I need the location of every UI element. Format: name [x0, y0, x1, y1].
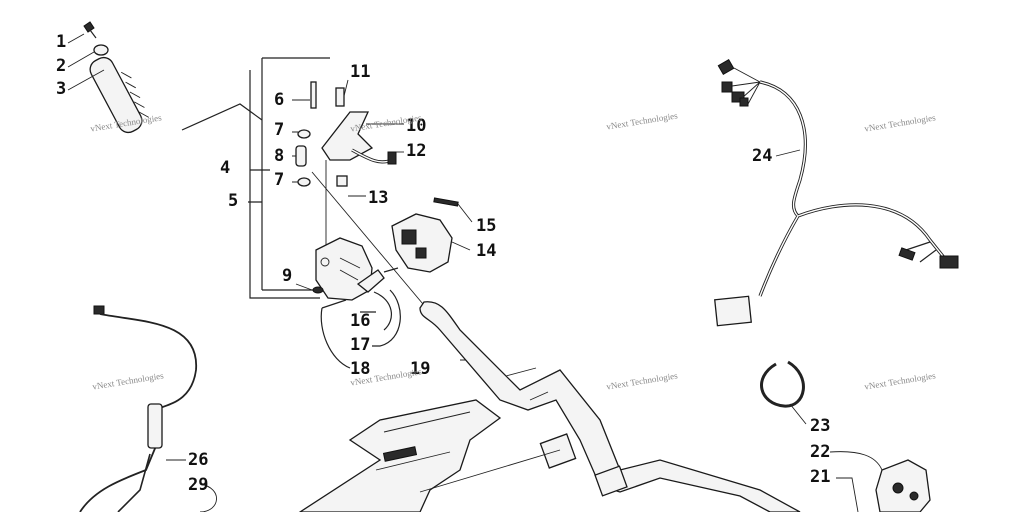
throttle-housing-part — [295, 237, 385, 301]
wiring-harness-part — [714, 58, 959, 327]
lever-part — [321, 111, 374, 161]
callout-1: 1 — [56, 32, 67, 52]
callout-26: 26 — [188, 450, 209, 470]
callout-24: 24 — [752, 146, 773, 166]
callout-2: 2 — [56, 56, 67, 76]
callout-9: 9 — [282, 266, 293, 286]
pin-part — [292, 81, 317, 109]
spring-part — [335, 87, 345, 107]
callout-23: 23 — [810, 416, 831, 436]
callout-5: 5 — [228, 191, 239, 211]
block-part — [336, 175, 348, 187]
callout-19: 19 — [410, 359, 431, 379]
grip-part — [89, 56, 263, 134]
callout-13: 13 — [368, 188, 389, 208]
callout-14: 14 — [476, 241, 497, 261]
callout-3: 3 — [56, 79, 67, 99]
callout-12: 12 — [406, 141, 427, 161]
callout-21: 21 — [810, 467, 831, 487]
callout-4: 4 — [220, 158, 231, 178]
callout-16: 16 — [350, 311, 371, 331]
callout-8: 8 — [274, 146, 285, 166]
callout-10: 10 — [406, 116, 427, 136]
control-cable-part — [79, 305, 217, 512]
washer-part — [93, 44, 109, 56]
callout-6: 6 — [274, 90, 285, 110]
screw-part — [83, 21, 97, 39]
callout-11: 11 — [350, 62, 371, 82]
callout-22: 22 — [810, 442, 831, 462]
callout-7a: 7 — [274, 120, 285, 140]
callout-29: 29 — [188, 475, 209, 495]
handlebar-pad-part — [298, 399, 561, 512]
switch-housing-part — [391, 213, 471, 273]
nut-part — [297, 129, 311, 139]
callout-18: 18 — [350, 359, 371, 379]
callout-17: 17 — [350, 335, 371, 355]
sleeve-part — [295, 145, 307, 167]
brake-assembly-part — [829, 451, 931, 512]
callout-7b: 7 — [274, 170, 285, 190]
decal-part — [433, 197, 459, 207]
callout-15: 15 — [476, 216, 497, 236]
clamp-part — [760, 360, 805, 408]
